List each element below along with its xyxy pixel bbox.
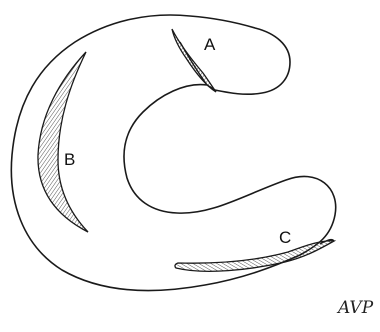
label-a: A [204, 35, 216, 54]
artist-signature: AVP [336, 298, 374, 318]
c-shape-outline [11, 15, 335, 290]
label-b: B [64, 150, 75, 169]
label-c: C [279, 228, 291, 247]
